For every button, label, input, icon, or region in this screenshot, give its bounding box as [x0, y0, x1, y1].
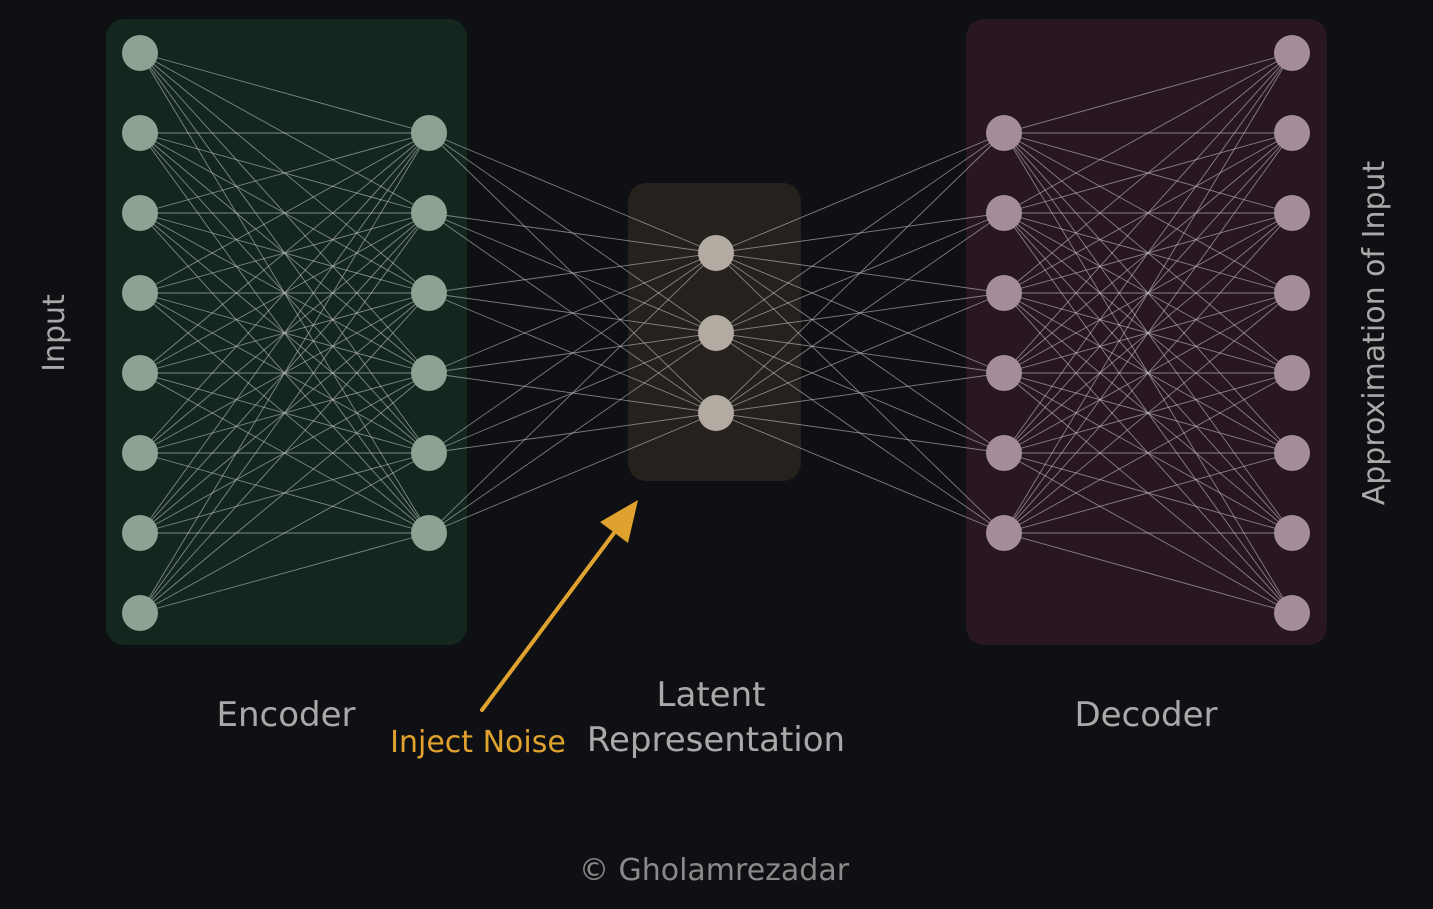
latent-label-line1: Latent [657, 675, 766, 715]
connection [715, 132, 1005, 254]
input-layer-node-4 [122, 275, 158, 311]
decoder-hidden-layer-node-6 [986, 515, 1022, 551]
input-layer-node-8 [122, 595, 158, 631]
connection [139, 132, 430, 294]
connection [428, 412, 717, 534]
connections [139, 52, 1293, 614]
connection [1003, 52, 1293, 534]
connection [715, 132, 1005, 334]
decoder-hidden-layer-node-3 [986, 275, 1022, 311]
input-layer-node-7 [122, 515, 158, 551]
connection [139, 132, 430, 214]
connection [715, 372, 1005, 414]
connection [428, 332, 717, 534]
noise-arrow [480, 500, 638, 712]
encoder-hidden-layer-node-5 [411, 435, 447, 471]
connection [1003, 52, 1293, 374]
decoder-hidden-layer-node-4 [986, 355, 1022, 391]
connection [1003, 532, 1293, 614]
connection [715, 212, 1005, 414]
connection [1003, 452, 1293, 534]
encoder-label: Encoder [216, 695, 355, 735]
latent-layer-node-1 [698, 235, 734, 271]
connection [428, 252, 717, 294]
connection [1003, 52, 1293, 294]
connection [428, 252, 717, 374]
connection [1003, 372, 1293, 534]
connection [1003, 52, 1293, 214]
output-layer-node-7 [1274, 515, 1310, 551]
output-layer-node-3 [1274, 195, 1310, 231]
input-layer-node-3 [122, 195, 158, 231]
output-layer-node-4 [1274, 275, 1310, 311]
connection [139, 132, 430, 534]
encoder-hidden-layer-node-3 [411, 275, 447, 311]
output-layer-node-6 [1274, 435, 1310, 471]
connection [1003, 52, 1293, 454]
latent-layer-node-2 [698, 315, 734, 351]
connection [139, 132, 430, 614]
noise-label: Inject Noise [390, 725, 566, 760]
connection [715, 132, 1005, 414]
connection [428, 252, 717, 454]
connection [428, 132, 717, 254]
connection [139, 292, 430, 614]
connection [1003, 292, 1293, 534]
connection [1003, 132, 1293, 534]
decoder-hidden-layer-node-2 [986, 195, 1022, 231]
output-layer-node-1 [1274, 35, 1310, 71]
encoder-hidden-layer-node-6 [411, 515, 447, 551]
input-layer-node-5 [122, 355, 158, 391]
connection [715, 292, 1005, 414]
decoder-hidden-layer-node-1 [986, 115, 1022, 151]
connection [139, 532, 430, 614]
connection [139, 132, 430, 374]
decoder-hidden-layer-node-5 [986, 435, 1022, 471]
connection [715, 412, 1005, 534]
encoder-hidden-layer-node-4 [411, 355, 447, 391]
input-layer-node-1 [122, 35, 158, 71]
connection [428, 252, 717, 534]
encoder-hidden-layer-node-1 [411, 115, 447, 151]
connection [139, 212, 430, 614]
connection [1003, 52, 1293, 134]
input-layer-node-2 [122, 115, 158, 151]
output-layer-node-8 [1274, 595, 1310, 631]
encoder-hidden-layer-node-2 [411, 195, 447, 231]
input-label: Input [37, 294, 72, 372]
input-layer-node-6 [122, 435, 158, 471]
connection [139, 452, 430, 614]
connection [428, 212, 717, 254]
decoder-label: Decoder [1074, 695, 1217, 735]
output-layer-node-2 [1274, 115, 1310, 151]
latent-layer-node-3 [698, 395, 734, 431]
connection [1003, 212, 1293, 534]
connection [139, 52, 430, 134]
output-layer-node-5 [1274, 355, 1310, 391]
connection [139, 132, 430, 454]
neurons [122, 35, 1310, 631]
output-label: Approximation of Input [1357, 160, 1392, 505]
connection [715, 412, 1005, 454]
latent-label-line2: Representation [587, 720, 845, 760]
connection [139, 372, 430, 614]
copyright-label: © Gholamrezadar [579, 853, 850, 888]
